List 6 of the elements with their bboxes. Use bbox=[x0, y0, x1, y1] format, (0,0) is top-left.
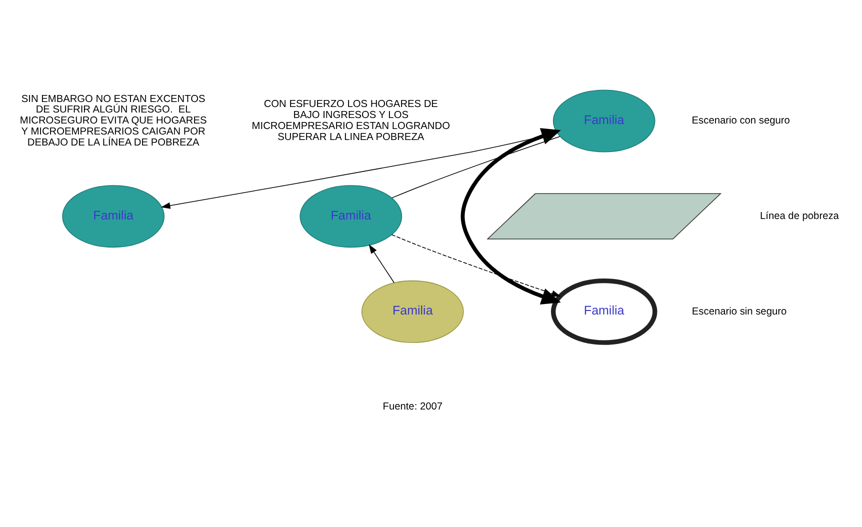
label: Fuente: 2007 bbox=[382, 401, 443, 412]
label: SIN EMBARGO NO ESTAN EXCENTOS DE SUFRIR ALGÚN RIESGO. EL MICROSEGURO EVITA QUE HOGARES Y MICROEMPRESARIOS CAIGAN POR DEBAJO DE LA LÍNEA DE POBREZA bbox=[20, 93, 207, 148]
label: Escenario sin seguro bbox=[692, 306, 787, 317]
label: Escenario con seguro bbox=[692, 115, 790, 126]
label: CON ESFUERZO LOS HOGARES DE BAJO INGRESOS Y LOS MICROEMPRESARIO ESTAN LOGRANDO SUPERAR LA LINEA POBREZA bbox=[252, 98, 450, 143]
label: Línea de pobreza bbox=[760, 210, 839, 222]
